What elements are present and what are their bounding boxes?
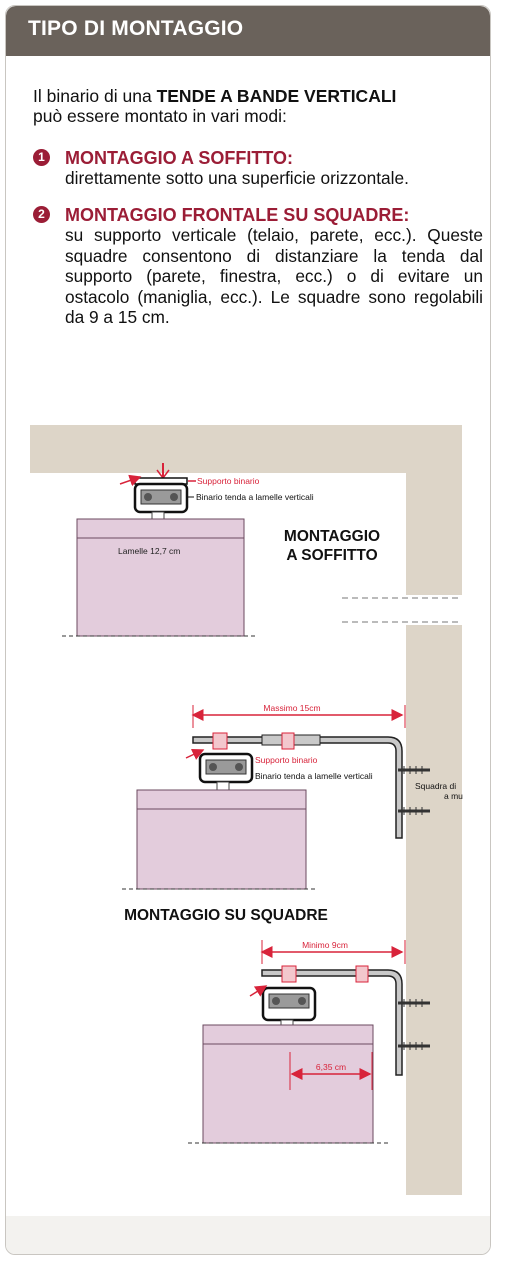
bolt-icon xyxy=(281,965,297,983)
number-badge-2: 2 xyxy=(33,206,50,223)
curtain-panel xyxy=(76,518,245,637)
ceiling-title-line1: MONTAGGIO xyxy=(284,528,380,545)
rail-carriage xyxy=(140,489,182,505)
wheel-icon xyxy=(170,493,178,501)
number-badge-1: 1 xyxy=(33,149,50,166)
item-body-bracket: su supporto verticale (telaio, parete, e… xyxy=(65,225,483,327)
squadra-label-line2: a mu xyxy=(444,791,463,801)
header-bar: TIPO DI MONTAGGIO xyxy=(6,6,490,56)
max-label: Massimo 15cm xyxy=(263,703,320,713)
bracket-title: MONTAGGIO SU SQUADRE xyxy=(124,907,328,924)
bracket-support-label: Supporto binario xyxy=(255,755,318,765)
slats-label: Lamelle 12,7 cm xyxy=(118,546,180,556)
ceiling-rail-label: Binario tenda a lamelle verticali xyxy=(196,492,314,502)
bolt-icon xyxy=(281,732,295,750)
wheel-icon xyxy=(209,763,217,771)
ceiling-surface xyxy=(30,425,462,473)
screw-thread xyxy=(403,999,423,1007)
screw-thread xyxy=(403,766,423,774)
bolt-icon xyxy=(355,965,369,983)
bracket-arm xyxy=(192,736,403,839)
item-title-ceiling: MONTAGGIO A SOFFITTO: xyxy=(65,148,293,168)
bracket-mount-min-figure: Minimo 9cm 6,35 cm xyxy=(188,940,430,1144)
wheel-icon xyxy=(144,493,152,501)
bracket-arm xyxy=(261,969,403,1076)
screw-thread xyxy=(403,1042,423,1050)
wheel-icon xyxy=(272,997,280,1005)
curtain-panel xyxy=(202,1024,374,1144)
pointer-arrow xyxy=(119,474,142,487)
pointer-arrow xyxy=(185,749,205,760)
bracket-rail-label: Binario tenda a lamelle verticali xyxy=(255,771,373,781)
min-label: Minimo 9cm xyxy=(302,940,348,950)
rail-carriage xyxy=(268,993,310,1009)
wheel-icon xyxy=(298,997,306,1005)
bolt-icon xyxy=(212,732,228,750)
curtain-panel xyxy=(136,789,307,890)
footer-strip xyxy=(6,1216,490,1254)
intro-suffix: può essere montato in vari modi: xyxy=(33,106,287,126)
wall-break xyxy=(403,595,465,625)
squadra-label-line1: Squadra di xyxy=(415,781,456,791)
item-body-ceiling: direttamente sotto una superficie orizzo… xyxy=(65,168,409,188)
intro-prefix: Il binario di una xyxy=(33,86,157,106)
intro-text: Il binario di una TENDE A BANDE VERTICAL… xyxy=(33,86,481,126)
intro-bold: TENDE A BANDE VERTICALI xyxy=(156,86,397,106)
ceiling-mount-figure: Supporto binario Binario tenda a lamelle… xyxy=(62,463,380,637)
wheel-icon xyxy=(235,763,243,771)
item-title-bracket: MONTAGGIO FRONTALE SU SQUADRE: xyxy=(65,205,410,225)
bracket-mount-max-figure: Massimo 15cm Supporto binario Binario te… xyxy=(122,703,463,890)
rail-carriage xyxy=(205,759,247,775)
page-title: TIPO DI MONTAGGIO xyxy=(28,17,244,40)
pointer-arrow xyxy=(249,985,268,997)
ceiling-support-label: Supporto binario xyxy=(197,476,260,486)
width-label: 6,35 cm xyxy=(316,1062,346,1072)
ceiling-title-line2: A SOFFITTO xyxy=(286,547,377,564)
screw-thread xyxy=(403,807,423,815)
